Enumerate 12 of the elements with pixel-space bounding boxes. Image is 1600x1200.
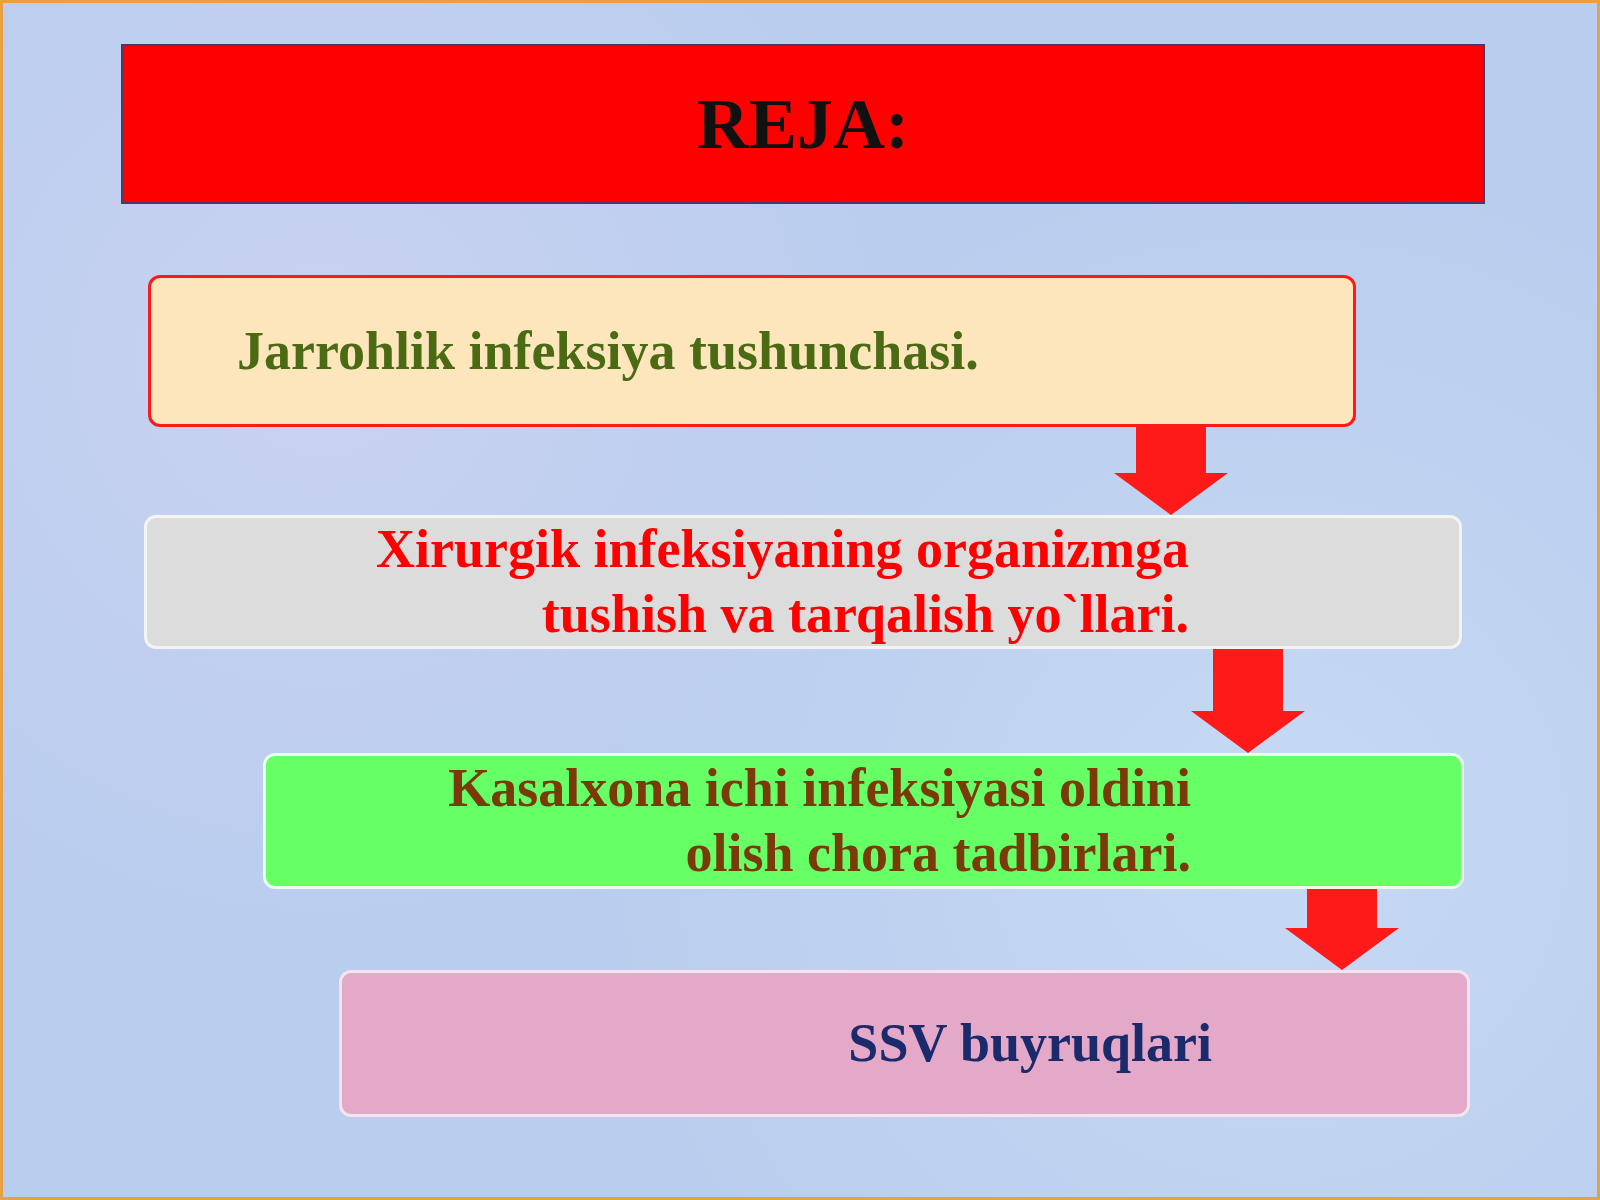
plan-item-text: Jarrohlik infeksiya tushunchasi.	[237, 319, 979, 383]
plan-item-text: Xirurgik infeksiyaning organizmga tushish va tarqalish yo`llari.	[374, 518, 1189, 646]
plan-box	[339, 970, 1470, 1117]
plan-box	[144, 515, 1462, 649]
plan-box	[263, 753, 1464, 889]
block-arrow	[1285, 889, 1399, 970]
block-arrow	[1191, 649, 1305, 753]
plan-item-text: Kasalxona ichi infeksiyasi oldini olish chora tadbirlari.	[447, 757, 1191, 885]
block-arrow	[1114, 427, 1228, 515]
plan-box	[148, 275, 1356, 427]
plan-item-text: SSV buyruqlari	[848, 1012, 1212, 1076]
title: REJA:	[697, 82, 909, 166]
